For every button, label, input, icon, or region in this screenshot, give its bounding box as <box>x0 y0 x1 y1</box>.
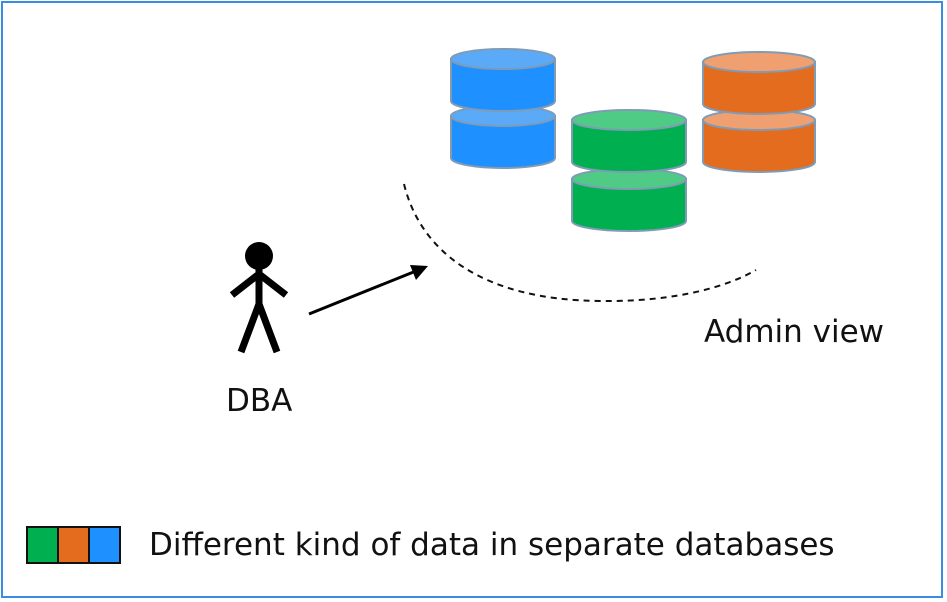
legend: Different kind of data in separate datab… <box>26 526 835 564</box>
legend-text: Different kind of data in separate datab… <box>149 527 835 563</box>
orange-database-icon <box>702 51 816 173</box>
view-arrow <box>308 265 428 316</box>
admin-view-arc <box>403 183 757 303</box>
person-icon <box>229 242 289 354</box>
green-database-icon <box>571 109 687 232</box>
blue-database-icon <box>450 48 556 169</box>
admin-view-label: Admin view <box>704 314 885 350</box>
legend-swatch-blue <box>90 528 119 562</box>
legend-swatch-green <box>28 528 59 562</box>
legend-swatches <box>26 526 121 564</box>
legend-swatch-orange <box>59 528 90 562</box>
dba-label: DBA <box>226 383 293 419</box>
